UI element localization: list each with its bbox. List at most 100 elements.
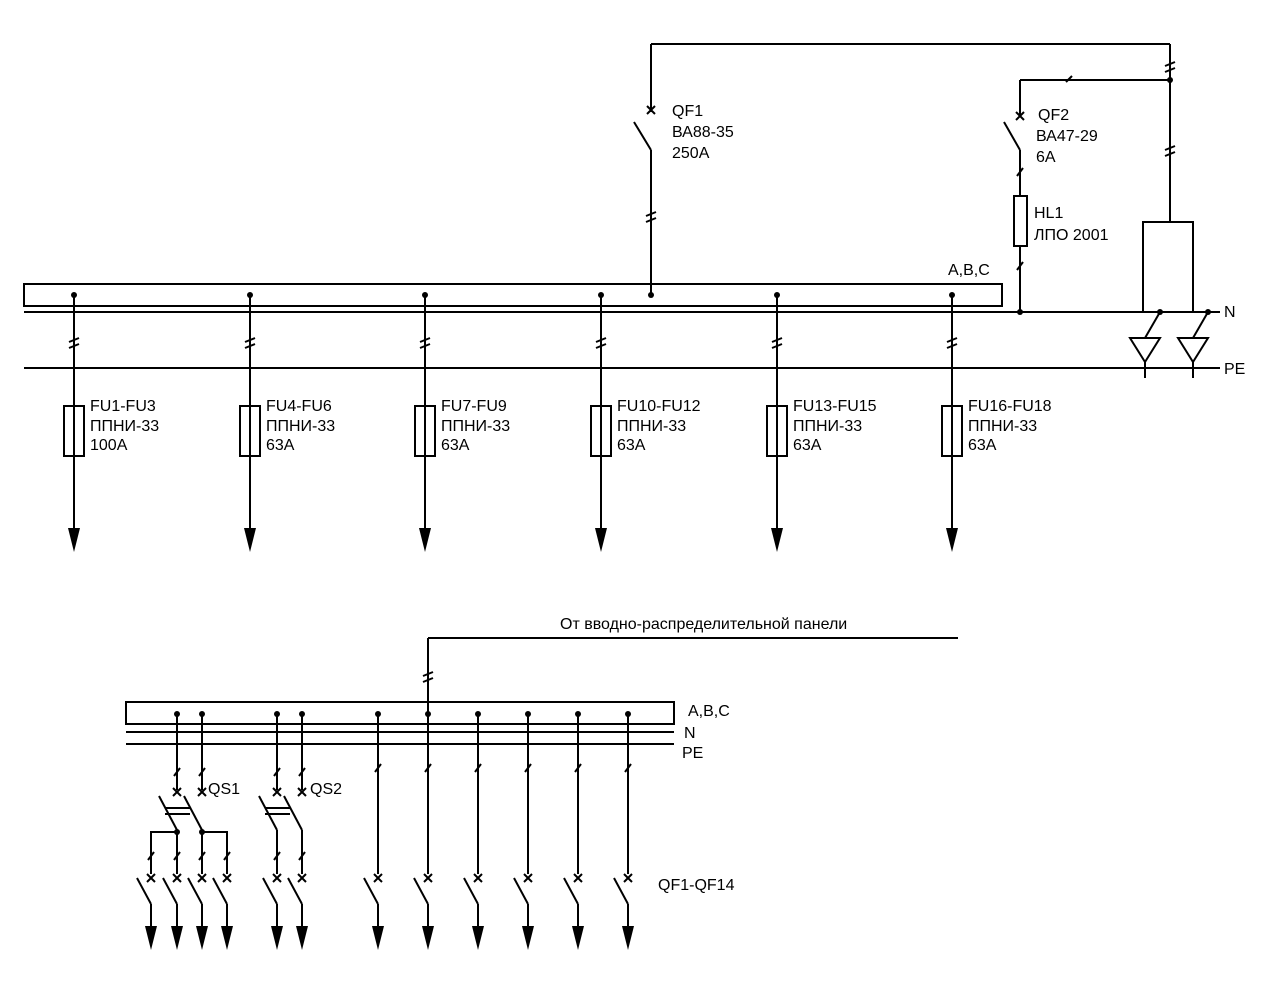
feeder-tick	[244, 337, 256, 349]
outgoing-arrow	[522, 926, 534, 950]
switch-blade	[283, 795, 303, 831]
qs2-group	[258, 711, 308, 950]
breaker	[287, 873, 308, 950]
split-wire	[202, 831, 228, 874]
switch-mechanical-link	[265, 807, 290, 815]
qf1-id: QF1	[672, 103, 703, 120]
switch-tick	[198, 767, 206, 777]
qf1-tick	[645, 211, 657, 223]
right-riser-tick-1	[1164, 61, 1176, 73]
outgoing-arrow	[145, 926, 157, 950]
split-wire	[150, 831, 177, 874]
outgoing-arrow	[595, 528, 607, 552]
fuse-rating: 63А	[968, 437, 997, 454]
surge-arrester-1	[1128, 309, 1163, 378]
breaker-feeder	[463, 711, 484, 950]
fuse-rating: 63А	[617, 437, 646, 454]
qf2-rating: 6А	[1036, 149, 1056, 166]
feed-label: От вводно-распределительной панели	[560, 616, 847, 633]
breaker-cross	[297, 873, 307, 883]
bottom-busbar	[125, 701, 675, 725]
breaker-cross	[172, 873, 182, 883]
feeder-tick	[424, 763, 432, 773]
breaker-blade	[187, 877, 203, 905]
surge-arrester-2	[1176, 309, 1211, 378]
breaker	[262, 873, 283, 950]
feeder-tick	[68, 337, 80, 349]
right-riser-tick-2	[1164, 145, 1176, 157]
bottom-bus-label: A,B,C	[688, 703, 730, 720]
breaker-feeder	[513, 711, 534, 950]
outgoing-arrow	[68, 528, 80, 552]
fuse-id: FU10-FU12	[617, 398, 701, 415]
feeder-tick	[595, 337, 607, 349]
feeder-tick	[524, 763, 532, 773]
hl1-n-junction	[1017, 309, 1023, 315]
switch-mechanical-link	[165, 807, 190, 815]
outgoing-arrow	[244, 528, 256, 552]
feeder-tick	[273, 851, 281, 861]
breaker	[413, 873, 434, 950]
breaker	[212, 873, 233, 950]
switch-cross	[197, 787, 207, 797]
outgoing-arrow	[196, 926, 208, 950]
feeder-tick	[946, 337, 958, 349]
breaker-blade	[162, 877, 178, 905]
outgoing-arrow	[372, 926, 384, 950]
breaker-cross	[272, 873, 282, 883]
feeder-tick	[173, 851, 181, 861]
switch-cross	[172, 787, 182, 797]
qf1-rating: 250А	[672, 145, 710, 162]
fuse-id: FU4-FU6	[266, 398, 332, 415]
breaker	[136, 873, 157, 950]
breaker-blade	[287, 877, 303, 905]
breaker-cross	[623, 873, 633, 883]
breaker	[513, 873, 534, 950]
feeder-tick	[574, 763, 582, 773]
top-bus-label: A,B,C	[948, 262, 990, 279]
fuse-rating: 100А	[90, 437, 128, 454]
breaker-blade	[613, 877, 629, 905]
fuse-type: ППНИ-33	[617, 418, 686, 435]
breaker-blade	[136, 877, 152, 905]
breaker-feeder	[413, 711, 434, 950]
fuse-type: ППНИ-33	[968, 418, 1037, 435]
outgoing-arrow	[296, 926, 308, 950]
switch-cross	[272, 787, 282, 797]
breaker	[187, 873, 208, 950]
breaker-feeder	[613, 711, 634, 950]
top-n-label: N	[1224, 304, 1236, 321]
breaker-feeder	[563, 711, 584, 950]
fuse-rating: 63А	[266, 437, 295, 454]
switch-tick	[298, 767, 306, 777]
qs1-label: QS1	[208, 781, 240, 798]
feeder-tick	[198, 851, 206, 861]
qs1-group	[136, 711, 233, 950]
fuse-id: FU13-FU15	[793, 398, 877, 415]
fuse-id: FU1-FU3	[90, 398, 156, 415]
breaker	[162, 873, 183, 950]
qs2-label: QS2	[310, 781, 342, 798]
breaker-cross	[473, 873, 483, 883]
breaker-blade	[563, 877, 579, 905]
feeder-tick	[771, 337, 783, 349]
breaker-blade	[262, 877, 278, 905]
outgoing-arrow	[472, 926, 484, 950]
outgoing-arrow	[422, 926, 434, 950]
feeder-tick	[374, 763, 382, 773]
breaker-feeders	[363, 711, 634, 950]
breaker-blade	[513, 877, 529, 905]
qf1-breaker-symbol	[633, 44, 656, 151]
feeder-tick	[223, 851, 231, 861]
breaker-cross	[146, 873, 156, 883]
switch-blade	[183, 795, 203, 831]
hl1-tick	[1016, 261, 1024, 271]
hl1-id: HL1	[1034, 205, 1063, 222]
qs-switch-groups	[136, 711, 308, 950]
